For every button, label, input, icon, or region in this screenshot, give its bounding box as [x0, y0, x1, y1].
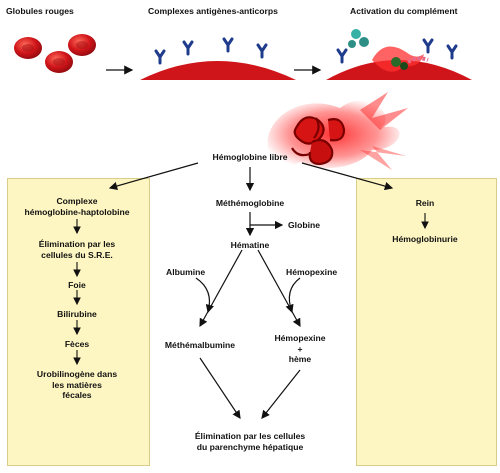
- hemopexine-heme-plus: +: [297, 343, 303, 354]
- step-line: Rein: [415, 198, 435, 208]
- hemopexine-heme-line: Hémopexine: [274, 333, 326, 343]
- elimination-line: du parenchyme hépatique: [196, 441, 304, 452]
- red-blood-cells: [14, 34, 96, 73]
- step-line: fécales: [62, 390, 92, 400]
- step-bilirubine: Bilirubine: [17, 309, 137, 320]
- label-globules-rouges: Globules rouges: [6, 6, 74, 16]
- step-hemoglobinurie: Hémoglobinurie: [365, 234, 485, 245]
- hemopexine-join-arrow: [285, 277, 301, 314]
- step-line: cellules du S.R.E.: [41, 249, 113, 260]
- step-urobilinogene: Urobilinogène dans les matières fécales: [17, 369, 137, 401]
- step-elimination-sre: Élimination par les cellules du S.R.E.: [17, 239, 137, 260]
- step-line: Bilirubine: [57, 309, 97, 319]
- antigen-antibody-membrane: [140, 37, 296, 80]
- arrow-to-left-panel: [108, 162, 199, 191]
- label-hematine: Hématine: [230, 240, 270, 250]
- step-line: hémoglobine-haptolobine: [24, 206, 130, 217]
- label-hemopexine-heme: Hémopexine + hème: [262, 333, 338, 365]
- label-albumine: Albumine: [166, 267, 206, 277]
- step-line: Foie: [68, 280, 86, 290]
- label-globine: Globine: [288, 220, 320, 230]
- arrow-to-methemalbumine: [199, 249, 243, 328]
- step-rein: Rein: [365, 198, 485, 209]
- step-line: Élimination par les: [38, 239, 116, 249]
- antibody-icon: [336, 48, 348, 64]
- label-hemoglobine-libre: Hémoglobine libre: [212, 152, 288, 162]
- label-methemalbumine: Méthémalbumine: [164, 340, 236, 350]
- albumine-join-arrow: [195, 277, 214, 314]
- arrow-to-hemopexine-heme: [257, 249, 301, 328]
- antibody-icon: [154, 49, 166, 65]
- label-elimination-parenchyme: Élimination par les cellules du parenchy…: [170, 431, 330, 452]
- antibody-icon: [422, 38, 434, 54]
- complement-activation-membrane: [326, 29, 472, 80]
- label-activation-complement: Activation du complément: [350, 6, 458, 16]
- antibody-icon: [222, 37, 234, 53]
- label-methemoglobine: Méthémoglobine: [215, 198, 285, 208]
- step-feces: Fèces: [17, 339, 137, 350]
- label-hemopexine: Hémopexine: [286, 267, 338, 277]
- step-line: Hémoglobinurie: [392, 234, 458, 244]
- step-line: Urobilinogène dans: [36, 369, 118, 379]
- hemopexine-heme-line: hème: [288, 354, 312, 364]
- antibody-icon: [256, 43, 268, 59]
- step-complexe-haptoglobine: Complexe hémoglobine-haptolobine: [17, 196, 137, 217]
- hemoglobin-burst: [266, 92, 408, 170]
- antibody-icon: [446, 44, 458, 60]
- label-complexes-antigenes-anticorps: Complexes antigènes-anticorps: [148, 6, 278, 16]
- arrow-albumin-to-elimination: [199, 357, 241, 419]
- step-line: Fèces: [64, 339, 90, 349]
- step-line: les matières: [52, 379, 102, 390]
- elimination-line: Élimination par les cellules: [194, 431, 306, 441]
- antibody-icon: [182, 40, 194, 56]
- arrow-to-right-panel: [301, 162, 394, 191]
- step-line: Complexe: [56, 196, 98, 206]
- step-foie: Foie: [17, 280, 137, 291]
- left-pathway-panel: [7, 178, 150, 466]
- arrow-hemopexin-to-elimination: [261, 369, 301, 419]
